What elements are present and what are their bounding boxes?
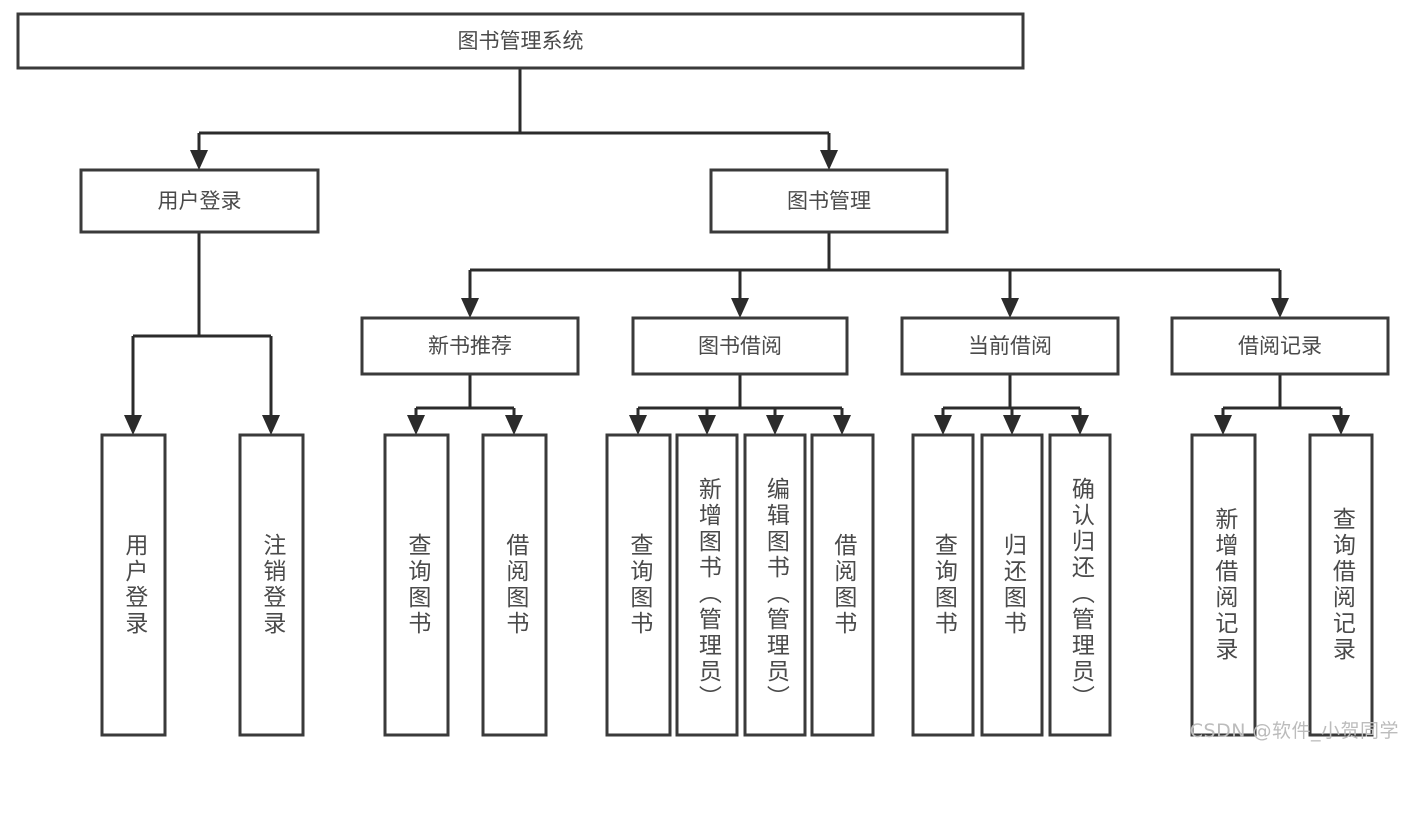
node-box-leaf-query-book-recommend[interactable] — [383, 433, 450, 737]
arrow-head-icon — [461, 298, 479, 318]
arrow-head-icon — [833, 415, 851, 435]
node-box-leaf-user-logout[interactable] — [238, 433, 305, 737]
diagram-canvas: 图书管理系统用户登录图书管理新书推荐图书借阅当前借阅借阅记录 用户登录注销登录查… — [16, 12, 1399, 742]
arrow-head-icon — [124, 415, 142, 435]
arrow-head-icon — [629, 415, 647, 435]
edges-layer — [124, 68, 1350, 435]
connector-edge-userlogin-split — [124, 232, 280, 435]
node-box-leaf-confirm-return[interactable] — [1048, 433, 1112, 737]
connector-edge-root-split — [190, 68, 838, 170]
node-box-leaf-query-book-current[interactable] — [911, 433, 975, 737]
node-box-user-login[interactable] — [79, 168, 320, 234]
node-box-leaf-query-book-borrow[interactable] — [605, 433, 672, 737]
boxes-layer — [16, 12, 1390, 737]
node-label-current-borrow: 当前借阅 — [968, 334, 1052, 358]
arrow-head-icon — [262, 415, 280, 435]
node-box-leaf-edit-book[interactable] — [743, 433, 807, 737]
node-label-user-login: 用户登录 — [158, 189, 242, 213]
node-label-book-manage: 图书管理 — [787, 189, 871, 213]
arrow-head-icon — [1271, 298, 1289, 318]
arrow-head-icon — [731, 298, 749, 318]
arrow-head-icon — [766, 415, 784, 435]
node-box-leaf-borrow-book[interactable] — [810, 433, 875, 737]
node-box-current-borrow[interactable] — [900, 316, 1120, 376]
node-label-book-borrow: 图书借阅 — [698, 334, 782, 358]
watermark-text: CSDN @软件_小贺同学 — [1189, 720, 1399, 742]
node-label-new-book-recommend: 新书推荐 — [428, 334, 512, 358]
arrow-head-icon — [1001, 298, 1019, 318]
arrow-head-icon — [407, 415, 425, 435]
arrow-head-icon — [190, 150, 208, 170]
node-box-book-borrow[interactable] — [631, 316, 849, 376]
node-box-leaf-user-login[interactable] — [100, 433, 167, 737]
connector-edge-borrow-split — [629, 374, 851, 435]
connector-edge-current-split — [934, 374, 1089, 435]
node-box-book-manage[interactable] — [709, 168, 949, 234]
node-box-leaf-query-borrow-record[interactable] — [1308, 433, 1374, 737]
node-label-borrow-record: 借阅记录 — [1238, 334, 1322, 358]
node-box-leaf-add-borrow-record[interactable] — [1190, 433, 1257, 737]
arrow-head-icon — [1071, 415, 1089, 435]
connector-edge-record-split — [1214, 374, 1350, 435]
node-label-root: 图书管理系统 — [458, 29, 584, 53]
arrow-head-icon — [698, 415, 716, 435]
arrow-head-icon — [505, 415, 523, 435]
connector-edge-recommend-split — [407, 374, 523, 435]
node-box-leaf-return-book[interactable] — [980, 433, 1044, 737]
node-box-leaf-add-book[interactable] — [675, 433, 739, 737]
arrow-head-icon — [934, 415, 952, 435]
arrow-head-icon — [1003, 415, 1021, 435]
arrow-head-icon — [1214, 415, 1232, 435]
connector-edge-bookmanage-split — [461, 232, 1289, 318]
node-box-new-book-recommend[interactable] — [360, 316, 580, 376]
arrow-head-icon — [1332, 415, 1350, 435]
node-box-root[interactable] — [16, 12, 1025, 70]
node-box-leaf-borrow-book-recommend[interactable] — [481, 433, 548, 737]
arrow-head-icon — [820, 150, 838, 170]
node-box-borrow-record[interactable] — [1170, 316, 1390, 376]
